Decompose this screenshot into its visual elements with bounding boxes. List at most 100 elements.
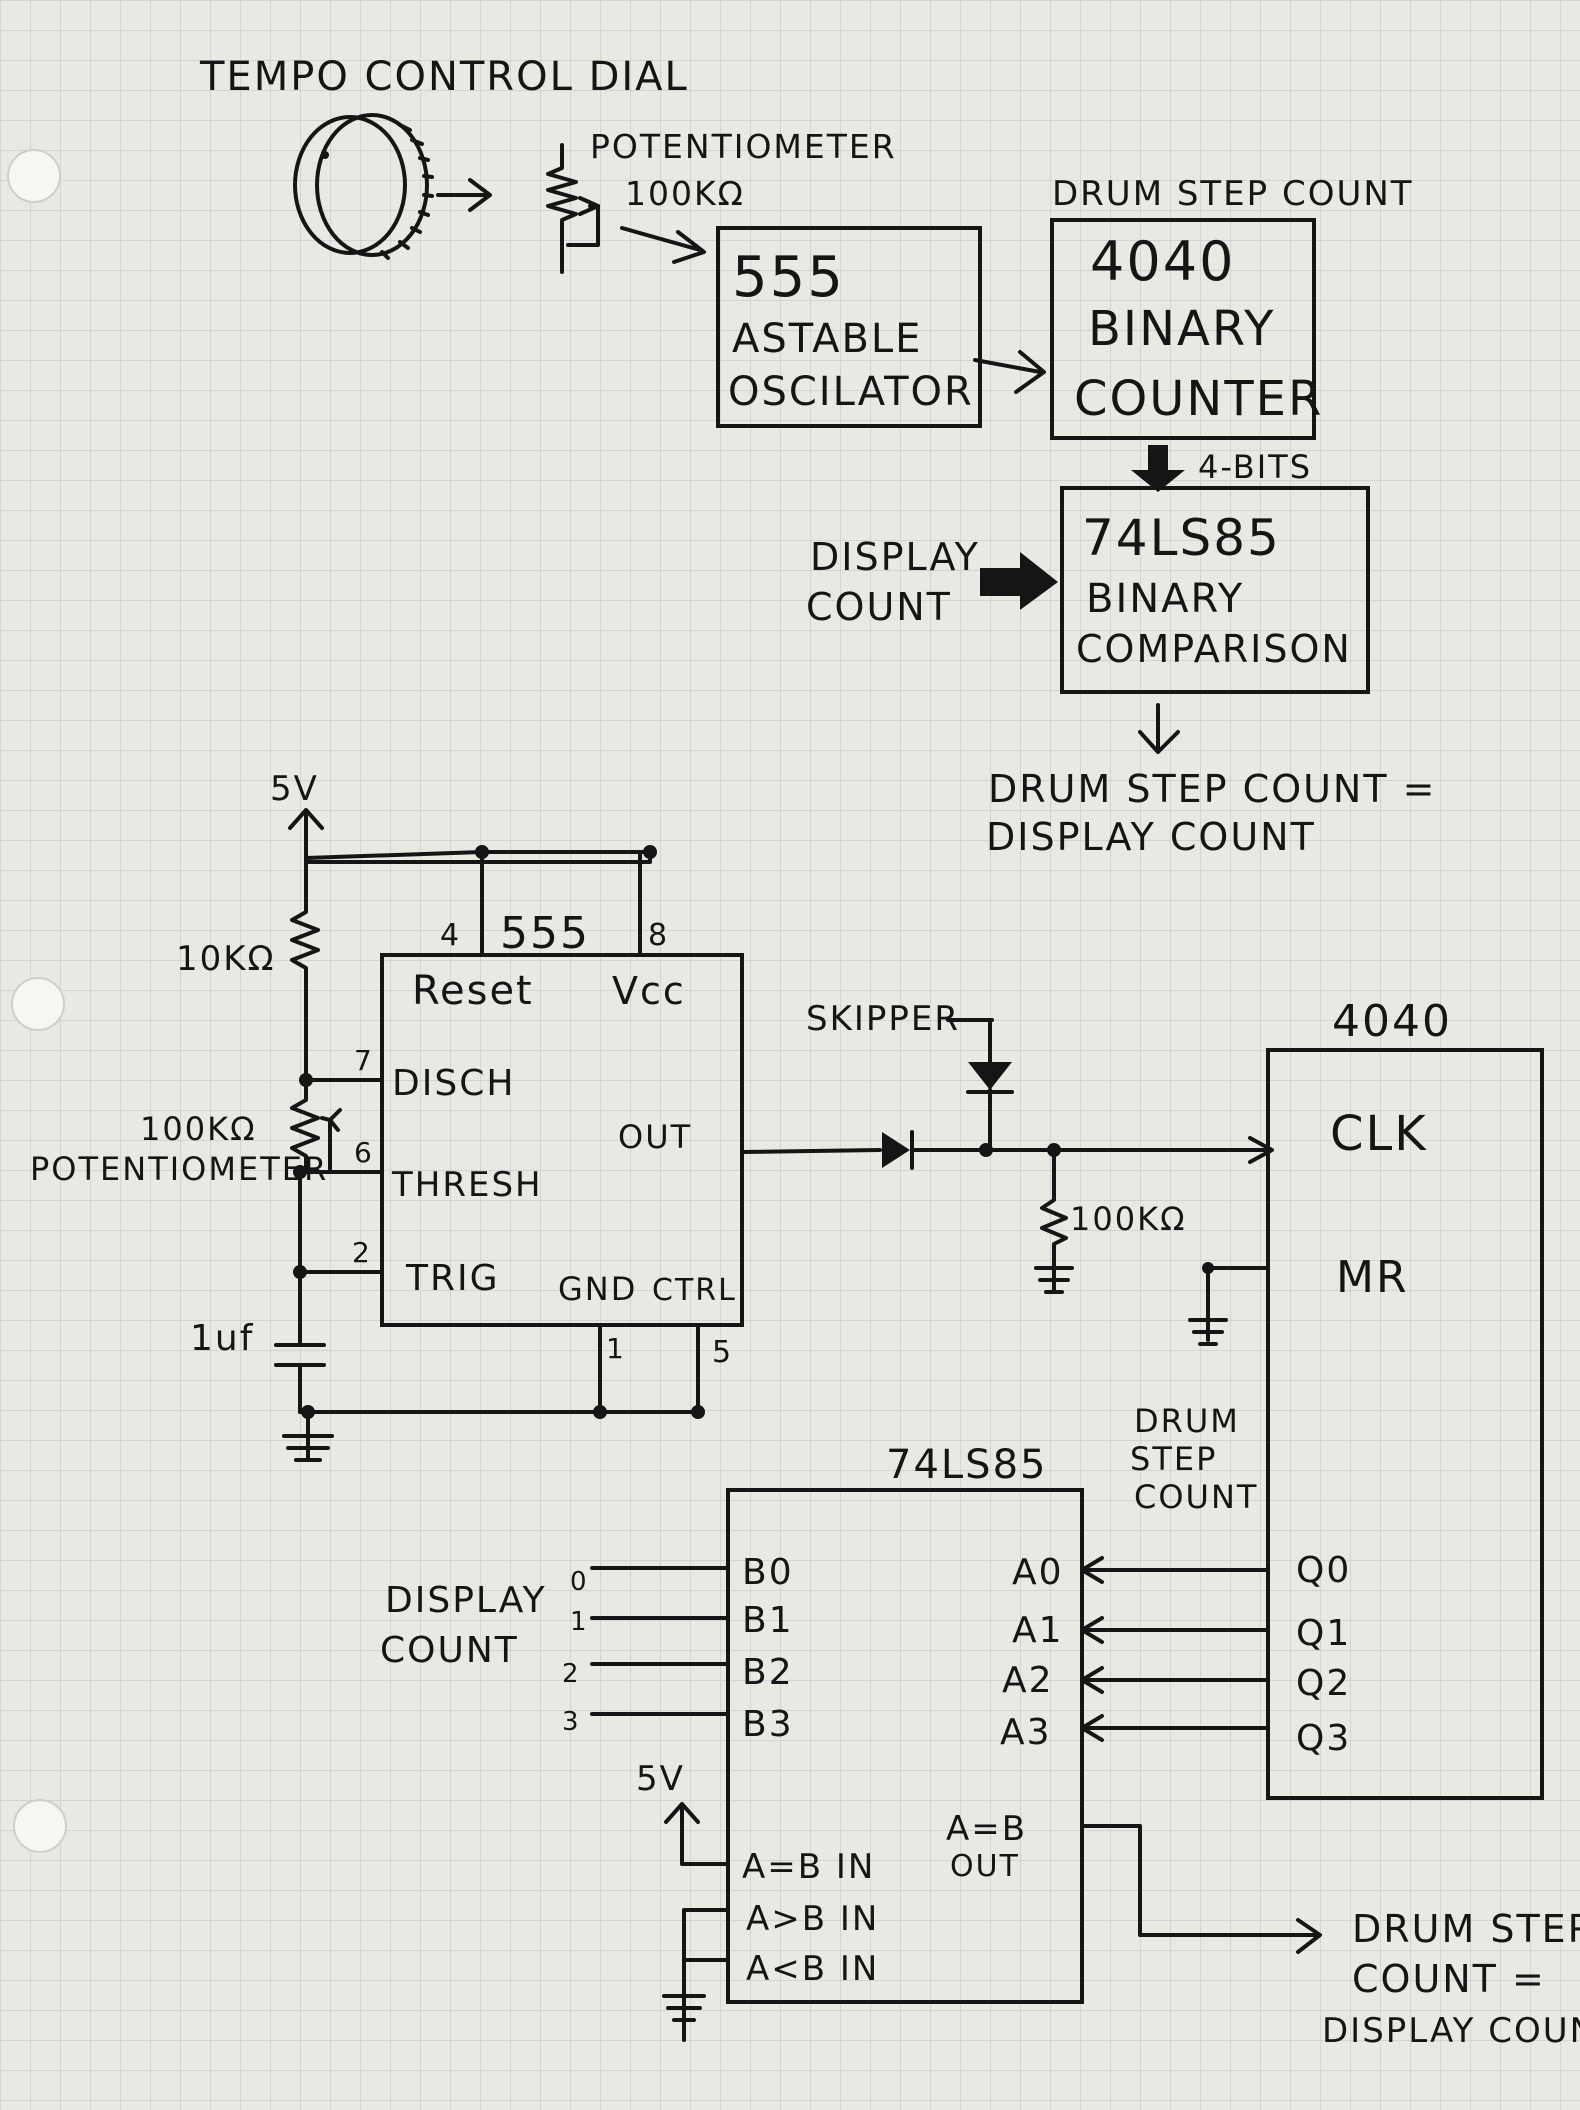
cascade-5v-arrow-icon: [664, 1802, 730, 1866]
diode-skipper-icon: [968, 1062, 1012, 1090]
a0-label: A0: [1012, 1552, 1064, 1593]
pin-trig: TRIG: [405, 1258, 500, 1299]
result2-line1: DRUM STEP: [1352, 1907, 1580, 1951]
pin-gnd: GND: [558, 1270, 637, 1308]
chip-4040: [1266, 1048, 1544, 1800]
bit0-number: 0: [570, 1567, 589, 1597]
comparison-block: [1060, 486, 1370, 694]
b2-label: B2: [742, 1652, 794, 1693]
out-wire: [740, 1136, 1274, 1164]
cap-1uf-symbol: [274, 1270, 326, 1414]
pin-disch: DISCH: [392, 1063, 515, 1104]
comp-line3: COMPARISON: [1076, 627, 1352, 671]
arrow-osc-to-counter: [973, 350, 1046, 394]
block-potentiometer-symbol: [546, 143, 600, 274]
display-count-label-line2: COUNT: [806, 585, 952, 629]
result-line2: DISPLAY COUNT: [986, 815, 1316, 859]
q2-label: Q2: [1296, 1663, 1351, 1704]
result-line1: DRUM STEP COUNT =: [988, 767, 1437, 811]
chip-4040-label: 4040: [1332, 996, 1452, 1047]
display-input-label-line1: DISPLAY: [385, 1580, 547, 1621]
cap-1uf-label: 1uf: [190, 1318, 254, 1359]
osc-line1: 555: [732, 245, 845, 310]
bit2-number: 2: [562, 1659, 581, 1689]
pulldown-resistor-symbol: [1034, 1148, 1074, 1294]
b3-label: B3: [742, 1704, 794, 1745]
pin-out: OUT: [618, 1118, 692, 1156]
gt-in-label: A>B IN: [746, 1899, 879, 1939]
eq-out-label-line2: OUT: [950, 1849, 1020, 1884]
pin-thresh: THRESH: [391, 1165, 543, 1205]
binder-hole: [7, 149, 61, 203]
eq-out-wire: [1080, 1824, 1322, 1954]
r-10k-symbol: [290, 860, 320, 1082]
pin4-number: 4: [440, 918, 461, 953]
pot-100k-label: POTENTIOMETER: [30, 1150, 328, 1188]
pin1-number: 1: [606, 1332, 626, 1365]
display-count-arrow-icon: [980, 552, 1058, 610]
eq-in-label: A=B IN: [742, 1847, 875, 1887]
pin5-number: 5: [712, 1335, 733, 1370]
osc-line3: OSCILATOR: [728, 369, 974, 415]
comp-line2: BINARY: [1086, 576, 1244, 622]
counter-heading: DRUM STEP COUNT: [1052, 174, 1414, 214]
q0-label: Q0: [1296, 1550, 1351, 1591]
lt-in-label: A<B IN: [746, 1949, 879, 1989]
pot-100k-symbol: [290, 1078, 320, 1172]
dial-label: TEMPO CONTROL DIAL: [199, 54, 689, 100]
osc-line2: ASTABLE: [732, 316, 922, 362]
a2-label: A2: [1002, 1660, 1054, 1701]
pin6-number: 6: [354, 1136, 374, 1169]
q1-label: Q1: [1296, 1613, 1351, 1654]
pin8-number: 8: [648, 918, 669, 953]
chip-74ls85-label: 74LS85: [886, 1442, 1047, 1488]
block-pot-label: POTENTIOMETER: [590, 127, 897, 166]
pin2-number: 2: [352, 1236, 372, 1269]
bits-label: 4-BITS: [1198, 448, 1312, 486]
chip-555-label: 555: [500, 908, 590, 959]
pin-ctrl: CTRL: [652, 1273, 737, 1308]
bit3-number: 3: [562, 1707, 581, 1737]
drum-bus-label-line1: DRUM: [1134, 1402, 1240, 1440]
bits-arrow-icon: [1131, 445, 1185, 492]
binder-hole: [11, 977, 65, 1031]
counter-block: [1050, 218, 1316, 440]
tempo-dial-icon: [293, 113, 434, 260]
pot-100k-value: 100KΩ: [140, 1110, 257, 1148]
supply-5v-arrow-icon: [288, 808, 324, 860]
b1-label: B1: [742, 1600, 794, 1641]
q3-label: Q3: [1296, 1718, 1351, 1759]
drum-bus-label-line3: COUNT: [1134, 1478, 1258, 1516]
b0-label: B0: [742, 1552, 794, 1593]
skipper-label: SKIPPER: [806, 999, 960, 1039]
chip-555: [380, 953, 744, 1327]
bit1-number: 1: [570, 1607, 589, 1637]
pin-clk: CLK: [1330, 1106, 1428, 1162]
display-count-wires: [590, 1566, 730, 1716]
counter-line3: COUNTER: [1074, 371, 1323, 427]
a3-label: A3: [1000, 1712, 1052, 1753]
comp-line1: 74LS85: [1082, 509, 1281, 567]
result2-line2: COUNT =: [1352, 1957, 1546, 2001]
pin-reset: Reset: [412, 968, 534, 1014]
result2-line3: DISPLAY COUNT: [1322, 2011, 1580, 2051]
arrow-comp-to-result: [1138, 703, 1180, 754]
osc-block: [716, 226, 982, 428]
cascade-5v-label: 5V: [636, 1759, 685, 1799]
eq-out-label-line1: A=B: [946, 1809, 1027, 1849]
pin7-number: 7: [354, 1044, 374, 1077]
supply-5v-label: 5V: [270, 769, 319, 809]
block-pot-value: 100KΩ: [625, 174, 745, 213]
pin-mr: MR: [1336, 1252, 1409, 1303]
arrow-pot-to-osc: [620, 226, 706, 264]
pin-vcc: Vcc: [612, 969, 686, 1013]
display-count-label-line1: DISPLAY: [810, 535, 980, 579]
binder-hole: [13, 1799, 67, 1853]
ground-icon: [282, 1410, 334, 1462]
display-input-label-line2: COUNT: [380, 1630, 519, 1671]
counter-line2: BINARY: [1088, 301, 1275, 357]
arrow-dial-to-pot: [436, 178, 492, 212]
counter-line1: 4040: [1090, 230, 1235, 293]
diode-out-icon: [882, 1132, 910, 1168]
